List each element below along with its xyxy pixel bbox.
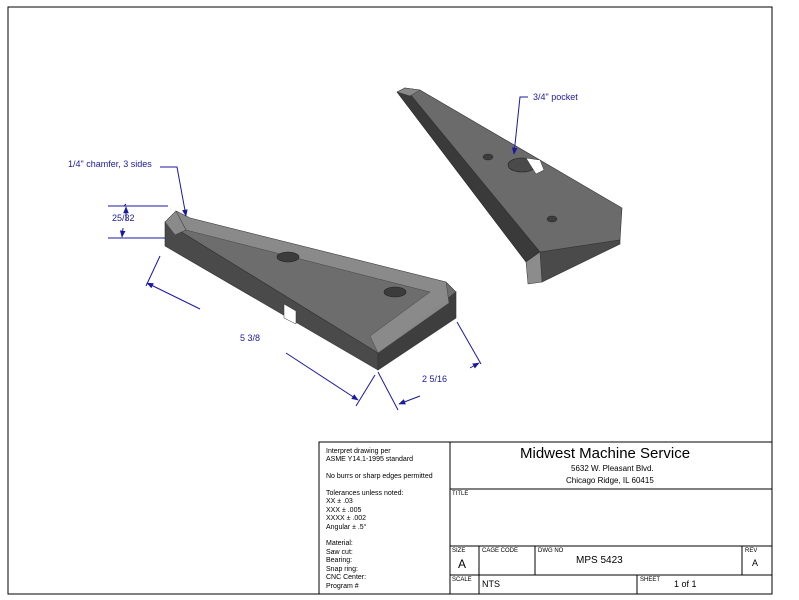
company-name: Midwest Machine Service xyxy=(520,445,691,462)
sheet-value: 1 of 1 xyxy=(674,579,697,589)
note-line: Saw cut: xyxy=(326,548,353,556)
note-line: Bearing: xyxy=(326,557,353,565)
note-line: Snap ring: xyxy=(326,565,358,573)
note-line: Interpret drawing per xyxy=(326,448,391,455)
title-block-grid xyxy=(318,441,773,595)
note-line: No burrs or sharp edges permitted xyxy=(326,473,433,481)
note-line xyxy=(326,532,433,540)
company-address-line2: Chicago Ridge, IL 60415 xyxy=(566,476,654,485)
dwg-no-value: MPS 5423 xyxy=(576,555,623,566)
size-value: A xyxy=(458,557,467,571)
part-right-view xyxy=(396,87,623,285)
note-line: Material: xyxy=(326,540,353,548)
note-line: ASME Y14.1-1995 standard xyxy=(326,456,414,464)
chamfer-callout: 1/4" chamfer, 3 sides xyxy=(68,159,152,169)
pocket-callout: 3/4" pocket xyxy=(533,92,578,102)
title-header: TITLE xyxy=(452,491,469,497)
note-line: Program # xyxy=(326,582,359,590)
note-line: Angular ± .5° xyxy=(326,523,367,531)
note-line: CNC Center: xyxy=(326,574,367,582)
note-line: XX ± .03 xyxy=(326,498,353,506)
part-left-view xyxy=(164,210,457,371)
company-address-line1: 5632 W. Pleasant Blvd. xyxy=(571,464,654,473)
length-dimension: 5 3/8 xyxy=(240,333,261,343)
height-dimension: 25/32 xyxy=(112,213,135,223)
note-line xyxy=(326,482,433,490)
cage-code-header: CAGE CODE xyxy=(482,548,519,554)
note-line: XXX ± .005 xyxy=(326,506,362,514)
rev-header: REV xyxy=(745,548,758,554)
dimension-lines xyxy=(108,96,528,411)
scale-value: NTS xyxy=(482,579,500,589)
note-line: XXXX ± .002 xyxy=(326,515,367,523)
scale-header: SCALE xyxy=(452,577,472,583)
dwg-no-header: DWG NO xyxy=(538,548,564,554)
width-dimension: 2 5/16 xyxy=(422,374,448,384)
note-line xyxy=(326,465,433,473)
note-line: Tolerances unless noted: xyxy=(326,490,404,498)
sheet-header: SHEET xyxy=(640,577,661,583)
size-header: SIZE xyxy=(452,548,466,554)
rev-value: A xyxy=(752,558,759,568)
